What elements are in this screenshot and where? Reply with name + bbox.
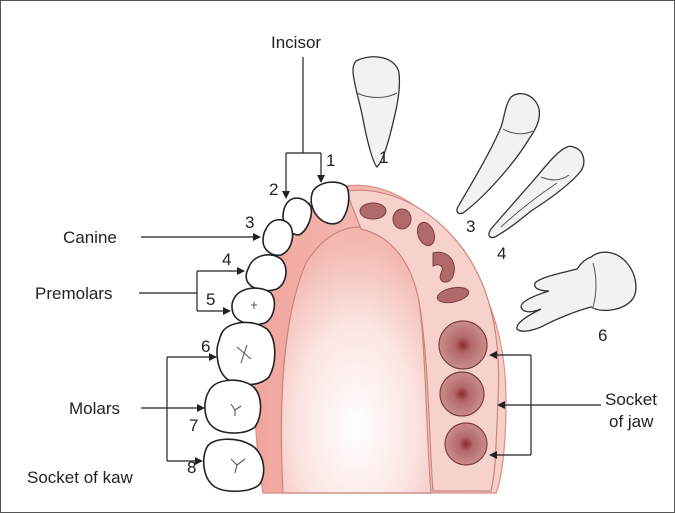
detached-molar-number: 6 bbox=[598, 326, 607, 345]
tooth-4-premolar bbox=[246, 255, 286, 291]
socket-molar-3 bbox=[445, 423, 487, 465]
label-incisor: Incisor bbox=[271, 33, 321, 52]
detached-premolar-number: 4 bbox=[497, 244, 506, 263]
tooth-number-3: 3 bbox=[245, 213, 254, 232]
label-premolars: Premolars bbox=[35, 284, 112, 303]
label-molars: Molars bbox=[69, 399, 120, 418]
tooth-3-canine bbox=[263, 220, 293, 256]
tooth-6-molar bbox=[217, 322, 275, 384]
tooth-5-premolar bbox=[232, 288, 274, 324]
socket-molar-2 bbox=[440, 372, 484, 416]
detached-incisor bbox=[353, 57, 399, 167]
detached-incisor-number: 1 bbox=[379, 148, 388, 167]
socket-incisor-2 bbox=[393, 209, 411, 229]
label-socket-of-kaw: Socket of kaw bbox=[27, 468, 134, 487]
tooth-number-5: 5 bbox=[206, 290, 215, 309]
tooth-number-6: 6 bbox=[201, 337, 210, 356]
tooth-number-1: 1 bbox=[326, 151, 335, 170]
socket-molar-1 bbox=[439, 321, 487, 369]
label-canine: Canine bbox=[63, 228, 117, 247]
detached-molar bbox=[517, 252, 636, 331]
tooth-number-7: 7 bbox=[189, 416, 198, 435]
tooth-number-2: 2 bbox=[269, 180, 278, 199]
label-socket-of-jaw-line1: Socket bbox=[605, 390, 657, 409]
tooth-number-8: 8 bbox=[187, 458, 196, 477]
label-socket-of-jaw-line2: of jaw bbox=[609, 412, 654, 431]
detached-canine-number: 3 bbox=[466, 217, 475, 236]
tooth-8-molar bbox=[204, 439, 264, 491]
tooth-number-4: 4 bbox=[222, 250, 231, 269]
socket-incisor-1 bbox=[360, 203, 386, 219]
